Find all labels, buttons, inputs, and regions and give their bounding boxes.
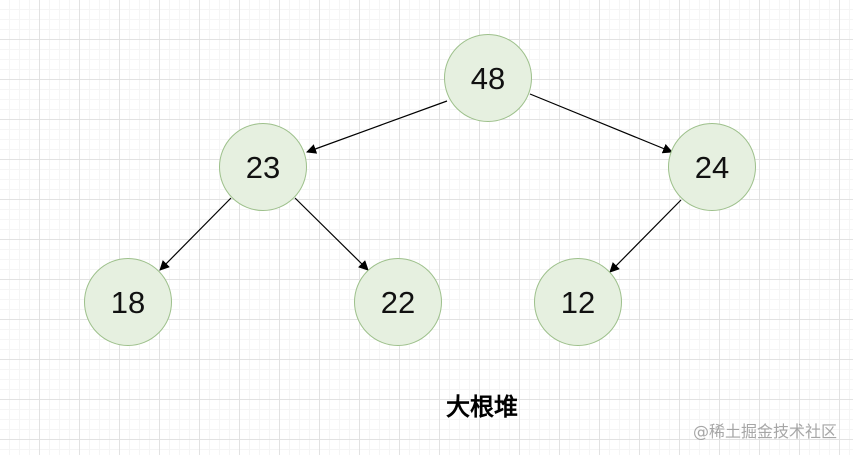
node-label: 23 (245, 149, 281, 185)
edge-23-to-22 (294, 197, 369, 271)
heap-node-23: 23 (219, 123, 307, 211)
heap-node-22: 22 (354, 258, 442, 346)
watermark-text: @稀土掘金技术社区 (692, 422, 837, 441)
edge-48-to-24 (529, 93, 673, 154)
edge-48-to-23 (306, 100, 448, 154)
node-label: 18 (110, 284, 146, 320)
heap-node-18: 18 (84, 258, 172, 346)
node-label: 48 (470, 60, 506, 96)
node-label: 22 (380, 284, 416, 320)
heap-node-48: 48 (444, 34, 532, 122)
edge-23-to-18 (159, 197, 232, 271)
node-label: 12 (560, 284, 596, 320)
node-label: 24 (694, 149, 730, 185)
heap-node-12: 12 (534, 258, 622, 346)
heap-node-24: 24 (668, 123, 756, 211)
diagram-caption: 大根堆 (446, 393, 518, 421)
edge-24-to-12 (609, 199, 682, 273)
